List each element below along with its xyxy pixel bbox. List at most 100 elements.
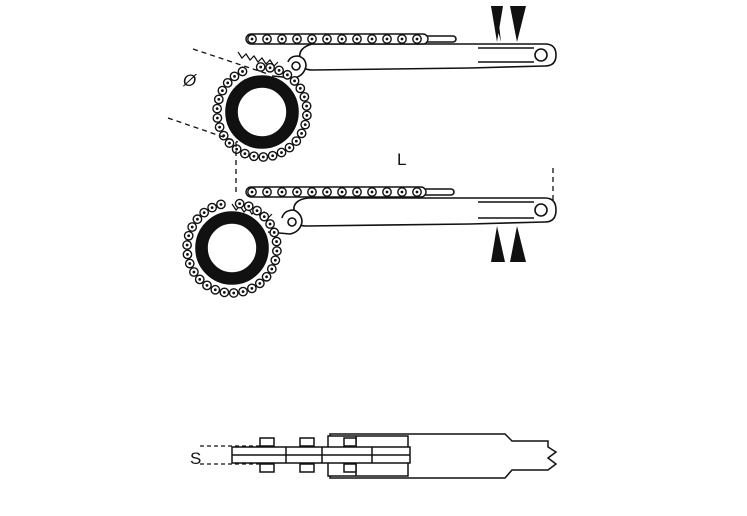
diameter-label: Ø: [183, 71, 197, 90]
chain-pin: [385, 190, 389, 194]
chain-pin: [340, 190, 344, 194]
length-label: L: [397, 150, 407, 169]
chain-pin: [241, 70, 244, 73]
bottom-wrench-jaw: [267, 209, 303, 235]
chain-pin: [192, 270, 196, 274]
side-view: [231, 433, 558, 479]
chain-pin: [205, 284, 209, 287]
chain-pin: [250, 190, 254, 194]
chain-pin: [275, 249, 279, 253]
chain-pin: [228, 141, 231, 145]
chain-pin: [265, 275, 268, 279]
chain-pin: [305, 113, 309, 117]
chain-pin: [273, 258, 277, 262]
top-chain-arc: [212, 62, 312, 162]
bottom-chain-arc: [182, 198, 282, 298]
chain-pin: [355, 37, 359, 41]
chain-pin: [186, 253, 189, 256]
chain-pin: [215, 107, 219, 111]
chain-pin: [305, 104, 308, 108]
chain-pin: [295, 190, 299, 194]
top-handle-hole: [534, 48, 548, 62]
bottom-force-arrows: [491, 226, 526, 262]
chain-pin: [233, 74, 236, 78]
top-wrench-handle: [298, 43, 557, 71]
chain-pin: [294, 139, 298, 143]
arrow-up-icon: [510, 226, 526, 262]
chain-pin: [293, 79, 296, 83]
bottom-chain-links: [247, 187, 422, 197]
chain-pin: [210, 206, 214, 210]
chain-pin: [213, 288, 217, 292]
chain-pin: [268, 222, 272, 226]
bottom-pipe-inner: [206, 222, 258, 274]
chain-pin: [241, 290, 245, 294]
top-jaw-teeth: [237, 51, 279, 67]
chain-pin: [302, 95, 306, 99]
chain-pin: [298, 86, 302, 90]
bottom-wrench: [195, 186, 557, 285]
chain-pin: [198, 277, 202, 281]
chain-pin: [280, 37, 284, 41]
chain-pin: [385, 37, 389, 41]
chain-pin: [243, 152, 247, 156]
diameter-dimension: [167, 48, 269, 143]
chain-pin: [235, 147, 239, 151]
chain-pin: [370, 37, 374, 41]
arrow-up-icon: [491, 226, 505, 262]
chain-pin: [271, 154, 275, 158]
top-wrench: [225, 33, 557, 149]
chain-pin: [277, 68, 281, 72]
bottom-handle-hole: [534, 203, 548, 217]
chain-pin: [288, 146, 291, 150]
chain-pin: [400, 37, 404, 41]
chain-pin: [255, 209, 259, 212]
chain-pin: [370, 190, 374, 194]
chain-pin: [216, 116, 219, 120]
chain-pin: [238, 202, 242, 206]
chain-pin: [310, 190, 314, 194]
chain-pin: [185, 243, 189, 247]
chain-pin: [270, 267, 274, 271]
chain-pin: [400, 190, 404, 194]
chain-pin: [325, 190, 329, 194]
chain-pin: [280, 190, 284, 194]
chain-pin: [285, 73, 289, 77]
top-pipe-inner: [236, 86, 288, 138]
section-label: S: [190, 449, 202, 468]
chain-pin: [258, 281, 262, 285]
chain-pin: [202, 211, 206, 215]
chain-pin: [217, 97, 221, 101]
chain-pin: [222, 290, 226, 294]
chain-pin: [355, 190, 359, 194]
top-force-arrows: [491, 6, 526, 42]
chain-pin: [262, 215, 266, 219]
chain-pin: [325, 37, 329, 41]
chain-pin: [218, 125, 222, 129]
chain-pin: [226, 81, 230, 85]
chain-pin: [310, 37, 314, 41]
chain-pin: [196, 217, 199, 221]
length-dimension: [235, 142, 554, 202]
chain-pin: [415, 37, 419, 41]
chain-pin: [247, 204, 251, 208]
chain-pin: [415, 190, 419, 194]
chain-pin: [261, 155, 265, 159]
chain-pin: [295, 37, 299, 41]
top-chain-links: [247, 34, 422, 44]
chain-pin: [272, 231, 276, 234]
chain-pin: [250, 286, 254, 290]
chain-pin: [265, 37, 269, 41]
chain-pin: [190, 225, 194, 229]
chain-pin: [250, 37, 254, 41]
chain-pin: [219, 202, 223, 206]
top-chain-straight: [245, 33, 429, 45]
chain-pin: [220, 89, 224, 93]
chain-pin: [280, 151, 283, 154]
section-dimension: [200, 445, 260, 465]
chain-pin: [268, 66, 272, 70]
chain-pin: [303, 123, 307, 127]
chain-pin: [275, 240, 278, 243]
